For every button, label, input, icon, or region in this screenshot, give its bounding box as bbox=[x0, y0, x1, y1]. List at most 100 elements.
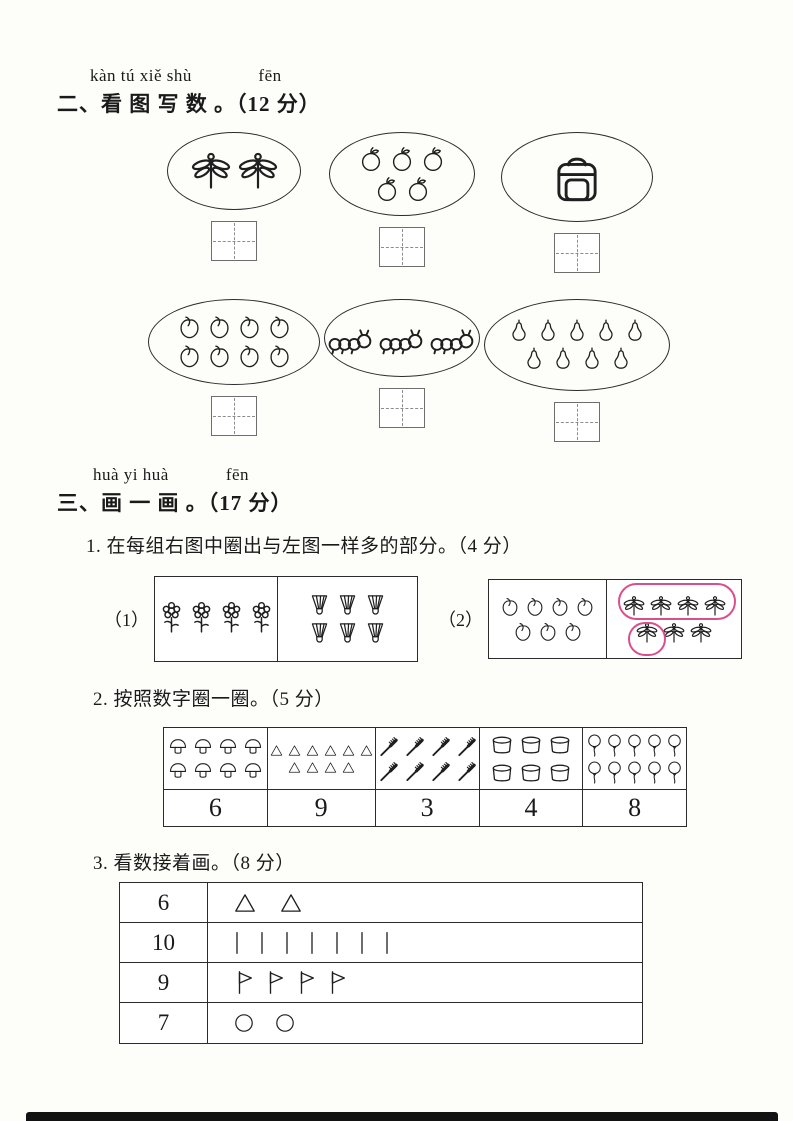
q2-number: 8 bbox=[628, 793, 642, 822]
dragonfly-icon bbox=[622, 594, 646, 618]
q2-column-balloons: 8 bbox=[583, 728, 687, 826]
answer-write-box[interactable] bbox=[379, 227, 425, 267]
flower-icon bbox=[158, 601, 185, 637]
mushroom-icon bbox=[167, 736, 189, 758]
apple-icon bbox=[388, 145, 416, 173]
mushroom-icon bbox=[217, 760, 239, 782]
answer-write-box[interactable] bbox=[554, 233, 600, 273]
picture-group-peaches bbox=[148, 299, 320, 442]
q2-icons-cell[interactable] bbox=[164, 728, 267, 790]
peach-icon bbox=[537, 621, 559, 643]
q2-icons-cell[interactable] bbox=[479, 728, 583, 790]
flag-icon bbox=[294, 969, 318, 996]
pear-icon bbox=[506, 318, 532, 344]
pear-icon bbox=[593, 318, 619, 344]
answer-write-box[interactable] bbox=[554, 402, 600, 442]
peach-icon bbox=[524, 596, 546, 618]
dragonfly-icon bbox=[676, 594, 700, 618]
section2-pinyin: kàn tú xiě shù fēn bbox=[90, 66, 282, 85]
line-icon bbox=[257, 930, 267, 956]
section2-title: 二、看 图 写 数 。（12 分） bbox=[57, 92, 321, 116]
q3-number: 6 bbox=[120, 883, 208, 922]
q3-drawing-area[interactable] bbox=[208, 883, 642, 922]
compare-left-flowers bbox=[155, 577, 279, 661]
circle-icon bbox=[232, 1011, 256, 1035]
question2-text: 2. 按照数字圈一圈。（5 分） bbox=[93, 689, 334, 710]
cup-icon bbox=[518, 760, 544, 786]
line-icon bbox=[382, 930, 392, 956]
compare-left-peaches bbox=[489, 580, 608, 658]
apple-icon bbox=[404, 175, 432, 203]
peach-icon bbox=[266, 314, 293, 341]
triangle-icon bbox=[232, 890, 258, 916]
section3-title: 三、画 一 画 。（17 分） bbox=[57, 491, 293, 515]
q3-row-circles: 7 bbox=[120, 1003, 642, 1043]
shuttlecock-icon bbox=[363, 621, 388, 646]
toothbrush-icon bbox=[429, 760, 452, 783]
dragonfly-icon bbox=[703, 594, 727, 618]
toothbrush-icon bbox=[377, 760, 400, 783]
q2-column-cups: 4 bbox=[479, 728, 584, 826]
picture-oval bbox=[167, 132, 301, 210]
peach-icon bbox=[176, 314, 203, 341]
compare-right-dragonflies[interactable] bbox=[607, 580, 741, 658]
dragonfly-icon bbox=[689, 621, 713, 645]
pear-icon bbox=[579, 346, 605, 372]
flag-icon bbox=[263, 969, 287, 996]
q3-row-triangles: 6 bbox=[120, 883, 642, 923]
triangle-icon bbox=[287, 760, 302, 775]
answer-write-box[interactable] bbox=[379, 388, 425, 428]
line-icon bbox=[357, 930, 367, 956]
q3-drawing-area[interactable] bbox=[208, 923, 642, 962]
part1-label: （1） bbox=[104, 610, 149, 630]
question2-table: 6 9 3 4 8 bbox=[163, 727, 687, 827]
peach-icon bbox=[549, 596, 571, 618]
q2-icons-cell[interactable] bbox=[583, 728, 687, 790]
answer-write-box[interactable] bbox=[211, 396, 257, 436]
balloon-icon bbox=[606, 760, 623, 785]
q3-number: 9 bbox=[120, 963, 208, 1002]
triangle-icon bbox=[269, 743, 284, 758]
cup-icon bbox=[489, 760, 515, 786]
balloon-icon bbox=[586, 760, 603, 785]
answer-write-box[interactable] bbox=[211, 221, 257, 261]
line-icon bbox=[232, 930, 242, 956]
mushroom-icon bbox=[167, 760, 189, 782]
mushroom-icon bbox=[242, 736, 264, 758]
compare-right-shuttlecocks[interactable] bbox=[278, 577, 417, 661]
peach-icon bbox=[512, 621, 534, 643]
shuttlecock-icon bbox=[307, 593, 332, 618]
triangle-icon bbox=[323, 760, 338, 775]
q3-drawing-area[interactable] bbox=[208, 1003, 642, 1043]
triangle-icon bbox=[323, 743, 338, 758]
balloon-icon bbox=[666, 760, 683, 785]
apple-icon bbox=[419, 145, 447, 173]
picture-group-caterpillars bbox=[324, 299, 480, 442]
pear-icon bbox=[564, 318, 590, 344]
line-icon bbox=[332, 930, 342, 956]
q3-drawing-area[interactable] bbox=[208, 963, 642, 1002]
peach-icon bbox=[176, 343, 203, 370]
circle-icon bbox=[273, 1011, 297, 1035]
toothbrush-icon bbox=[429, 735, 452, 758]
picture-oval bbox=[329, 132, 475, 216]
compare-box-1 bbox=[154, 576, 418, 662]
balloon-icon bbox=[626, 760, 643, 785]
backpack-icon bbox=[548, 148, 606, 206]
pear-icon bbox=[608, 346, 634, 372]
triangle-icon bbox=[278, 890, 304, 916]
q3-row-flags: 9 bbox=[120, 963, 642, 1003]
dragonfly-icon bbox=[649, 594, 673, 618]
balloon-icon bbox=[646, 733, 663, 758]
q2-number: 6 bbox=[208, 793, 222, 822]
cup-icon bbox=[547, 760, 573, 786]
balloon-icon bbox=[646, 760, 663, 785]
q2-icons-cell[interactable] bbox=[267, 728, 375, 790]
peach-icon bbox=[499, 596, 521, 618]
q2-number: 9 bbox=[314, 793, 328, 822]
q2-icons-cell[interactable] bbox=[375, 728, 479, 790]
q2-column-toothbrushes: 3 bbox=[375, 728, 480, 826]
cup-icon bbox=[518, 732, 544, 758]
pear-icon bbox=[622, 318, 648, 344]
